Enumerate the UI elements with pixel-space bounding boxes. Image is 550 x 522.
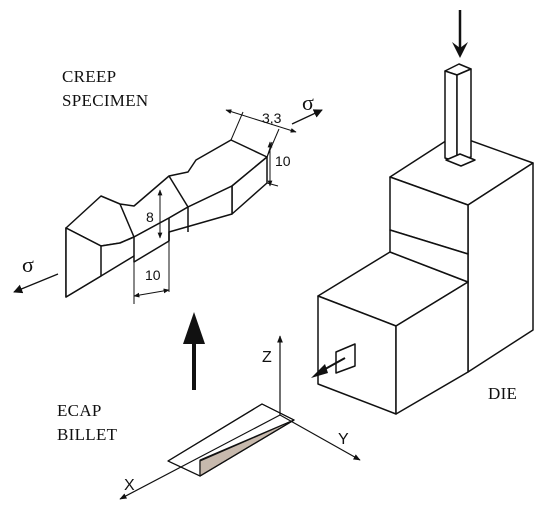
label-creep: CREEP xyxy=(62,67,116,86)
dim-gauge-length: 10 xyxy=(145,267,161,283)
axis-label-z: Z xyxy=(262,349,272,366)
x-axis xyxy=(119,414,281,500)
specimen-dimensions xyxy=(133,109,297,304)
axis-label-y: Y xyxy=(338,431,349,448)
dim-width: 10 xyxy=(275,153,291,169)
label-die: DIE xyxy=(488,384,517,403)
sigma-arrow-left xyxy=(13,273,59,294)
label-specimen: SPECIMEN xyxy=(62,91,148,110)
coordinate-axes xyxy=(119,335,361,500)
sigma-left: σ xyxy=(22,252,34,277)
specimen-front-outline xyxy=(65,185,233,298)
punch-side-face xyxy=(456,68,472,163)
die xyxy=(317,63,534,415)
y-axis xyxy=(279,414,361,461)
punch-arrowhead xyxy=(452,42,468,58)
punch-front-face xyxy=(444,70,458,163)
sigma-arrow-right xyxy=(291,109,323,125)
ecap-billet xyxy=(167,403,295,477)
axis-label-x: X xyxy=(124,477,135,494)
sigma-right: σ xyxy=(302,90,314,115)
dim-thickness: 3,3 xyxy=(262,110,282,126)
label-ecap: ECAP xyxy=(57,401,102,420)
label-billet: BILLET xyxy=(57,425,118,444)
process-direction-arrow xyxy=(183,312,205,390)
stress-arrows xyxy=(13,109,323,294)
creep-specimen xyxy=(65,139,268,298)
exit-arrowhead xyxy=(311,364,328,378)
die-channel-opening xyxy=(335,343,356,374)
dim-gauge-width: 8 xyxy=(146,209,154,225)
